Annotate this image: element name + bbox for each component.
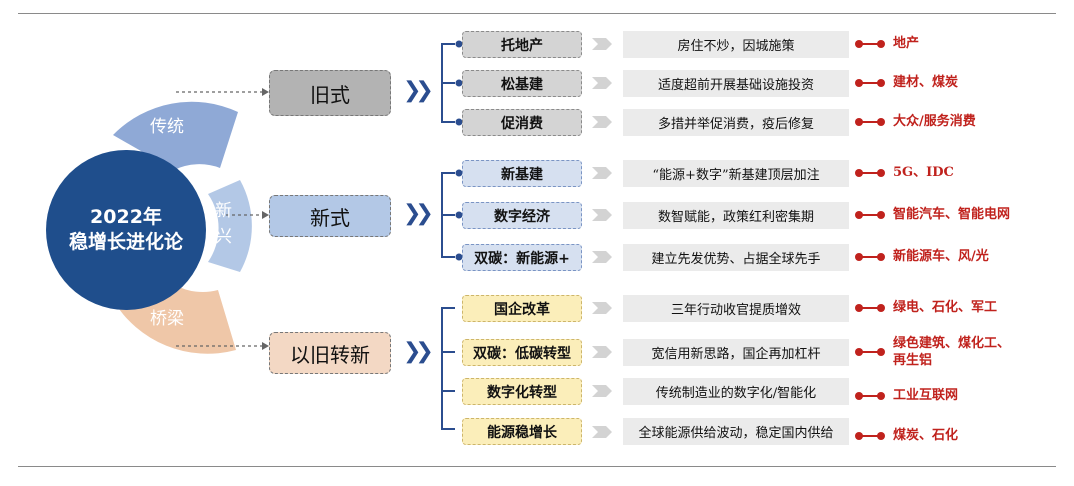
- item-box-new-infrastructure: 新基建: [462, 160, 582, 187]
- target-digital-transformation: 工业互联网: [893, 388, 959, 403]
- desc-infrastructure: 适度超前开展基础设施投资: [623, 70, 849, 97]
- desc-digital-economy: 数智赋能，政策红利密集期: [623, 202, 849, 229]
- bottom-rule: [18, 466, 1056, 467]
- era-box-bridge: 以旧转新: [269, 332, 391, 374]
- center-circle: 2022年 稳增长进化论: [46, 150, 206, 310]
- target-new-energy: 新能源车、风/光: [893, 249, 989, 264]
- desc-new-infrastructure: “能源+数字”新基建顶层加注: [623, 160, 849, 187]
- top-rule: [18, 13, 1056, 14]
- desc-real-estate: 房住不炒，因城施策: [623, 31, 849, 58]
- target-low-carbon-line1: 绿色建筑、煤化工、: [893, 336, 1011, 351]
- item-box-digital-transformation: 数字化转型: [462, 378, 582, 405]
- arc-label-emerging-b: 兴: [215, 227, 232, 247]
- center-title-line2: 稳增长进化论: [68, 231, 183, 253]
- target-low-carbon-line2: 再生铝: [893, 353, 933, 368]
- chevron-icon-old: ❯❯: [403, 78, 434, 103]
- target-soe-reform: 绿电、石化、军工: [893, 300, 998, 315]
- desc-low-carbon: 宽信用新思路，国企再加杠杆: [623, 339, 849, 366]
- center-title-line1: 2022年: [90, 206, 162, 228]
- arc-traditional: [113, 101, 238, 170]
- item-box-digital-economy: 数字经济: [462, 202, 582, 229]
- item-box-soe-reform: 国企改革: [462, 295, 582, 322]
- target-digital-economy: 智能汽车、智能电网: [893, 207, 1011, 222]
- item-box-real-estate: 托地产: [462, 31, 582, 58]
- item-box-new-energy: 双碳：新能源+: [462, 244, 582, 271]
- arc-label-bridge: 桥梁: [150, 309, 184, 329]
- desc-consumption: 多措并举促消费，疫后修复: [623, 109, 849, 136]
- desc-energy-growth: 全球能源供给波动，稳定国内供给: [623, 418, 849, 445]
- item-box-low-carbon: 双碳：低碳转型: [462, 339, 582, 366]
- desc-new-energy: 建立先发优势、占据全球先手: [623, 244, 849, 271]
- desc-soe-reform: 三年行动收官提质增效: [623, 295, 849, 322]
- target-energy-growth: 煤炭、石化: [893, 428, 959, 443]
- target-consumption: 大众/服务消费: [893, 114, 976, 129]
- desc-digital-transformation: 传统制造业的数字化/智能化: [623, 378, 849, 405]
- target-infrastructure: 建材、煤炭: [893, 75, 959, 90]
- era-box-new: 新式: [269, 195, 391, 237]
- target-new-infrastructure: 5G、IDC: [893, 165, 954, 180]
- arc-emerging: [208, 180, 252, 272]
- arc-label-emerging-a: 新: [215, 201, 232, 221]
- chevron-icon-bridge: ❯❯: [403, 339, 434, 364]
- item-box-infrastructure: 松基建: [462, 70, 582, 97]
- arc-label-traditional: 传统: [150, 117, 184, 137]
- chevron-icon-new: ❯❯: [403, 201, 434, 226]
- item-box-consumption: 促消费: [462, 109, 582, 136]
- item-box-energy-growth: 能源稳增长: [462, 418, 582, 445]
- era-box-old: 旧式: [269, 70, 391, 116]
- target-real-estate: 地产: [893, 36, 920, 51]
